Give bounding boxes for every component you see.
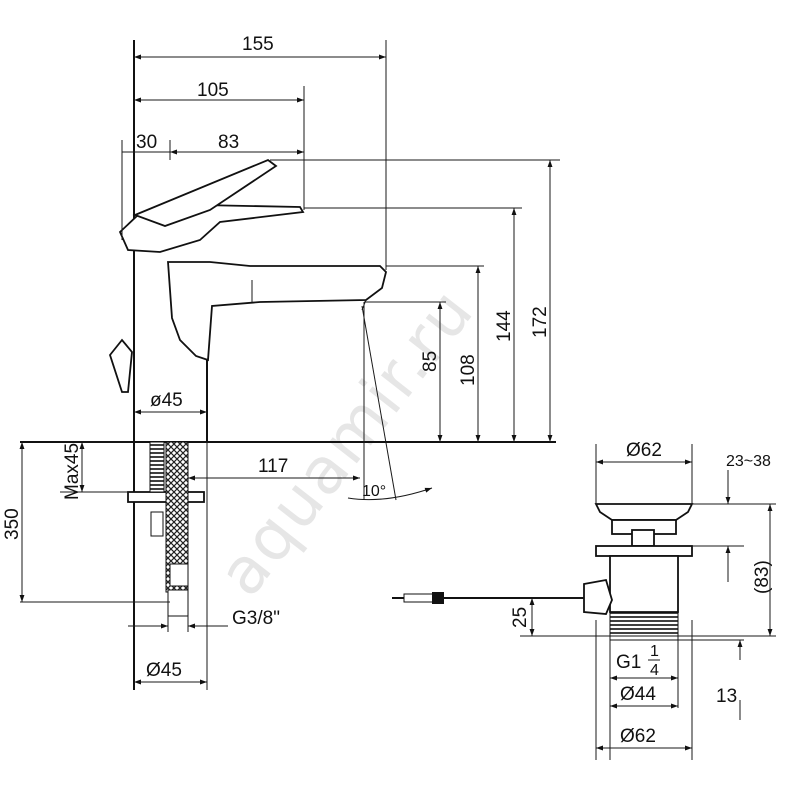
waste-dim-thread-num: 1 bbox=[650, 643, 659, 660]
waste-dim-thread-den: 4 bbox=[650, 662, 659, 679]
waste-dim-range: 23~38 bbox=[726, 453, 771, 470]
dim-85: 85 bbox=[420, 351, 441, 372]
waste-cap bbox=[594, 503, 694, 521]
hose-connector bbox=[167, 589, 189, 617]
waste-flange bbox=[595, 545, 693, 557]
waste-dim-13: 13 bbox=[716, 686, 737, 707]
mixer-lever-top bbox=[132, 158, 278, 227]
dim-30: 30 bbox=[136, 132, 157, 153]
dim-108: 108 bbox=[458, 354, 479, 386]
waste-dim-bottom-dia: Ø62 bbox=[620, 726, 656, 747]
hose-fitting-2 bbox=[169, 563, 189, 587]
dim-base-dia: ø45 bbox=[150, 390, 183, 411]
dim-172: 172 bbox=[530, 306, 551, 338]
dim-350: 350 bbox=[2, 508, 23, 540]
dim-117: 117 bbox=[258, 456, 288, 477]
mixer-spout bbox=[167, 261, 387, 362]
waste-dim-cap-dia: Ø62 bbox=[626, 440, 662, 461]
linkage-housing bbox=[583, 578, 613, 615]
waste-thread bbox=[609, 611, 679, 637]
waste-plug-spring bbox=[631, 529, 655, 547]
dim-105: 105 bbox=[197, 80, 229, 101]
waste-dim-83: (83) bbox=[752, 560, 773, 594]
dim-155: 155 bbox=[242, 34, 274, 55]
waste-thread-end bbox=[609, 635, 679, 641]
waste-drawing: Ø62 23~38 (83) 25 G1 1 4 Ø44 13 bbox=[392, 440, 776, 760]
waste-dim-25: 25 bbox=[510, 607, 531, 628]
mixer-drawing: 155 105 30 83 172 144 108 85 ø45 117 bbox=[2, 34, 560, 690]
hose-fitting-1 bbox=[150, 511, 164, 537]
linkage-clip bbox=[403, 593, 435, 603]
waste-body bbox=[609, 555, 679, 613]
dim-thread-g38: G3/8" bbox=[232, 608, 280, 629]
waste-dim-thread: G1 bbox=[616, 652, 641, 673]
dim-144: 144 bbox=[494, 310, 515, 342]
dim-83: 83 bbox=[218, 132, 239, 153]
linkage-nut bbox=[432, 592, 444, 604]
dim-max45: Max45 bbox=[62, 443, 83, 500]
dim-angle: 10° bbox=[362, 483, 386, 500]
waste-dim-44: Ø44 bbox=[620, 684, 656, 705]
threaded-rod bbox=[149, 441, 165, 493]
dim-bottom-dia: Ø45 bbox=[146, 660, 182, 681]
popup-rod bbox=[108, 338, 133, 393]
